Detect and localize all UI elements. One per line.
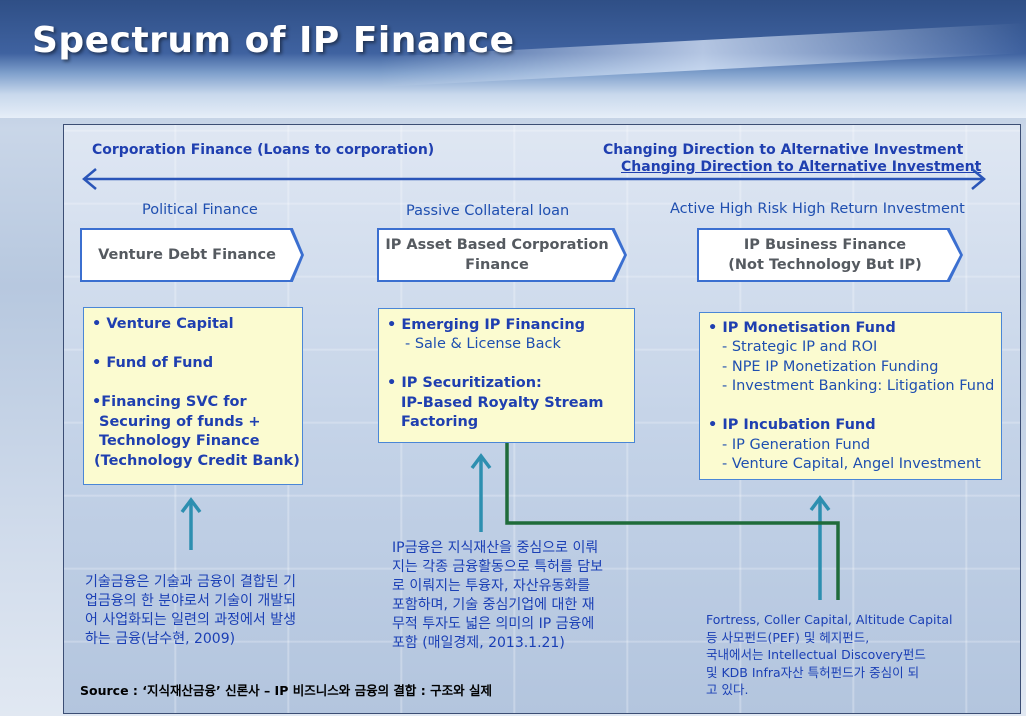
item-technology-credit-bank: (Technology Credit Bank) (94, 453, 300, 469)
note-line: 로 이뤄지는 투융자, 자산유동화를 (392, 578, 591, 594)
note-line: 국내에서는 Intellectual Discovery펀드 (706, 647, 926, 662)
note-line: 고 있다. (706, 682, 749, 697)
green-connector (505, 442, 840, 600)
top-right-label-2: Changing Direction to Alternative Invest… (621, 159, 982, 175)
item-strategic-ip: - Strategic IP and ROI (722, 339, 878, 355)
item-securing-funds: Securing of funds + (99, 414, 261, 430)
box-ip-asset-items: • Emerging IP Financing - Sale & License… (378, 308, 635, 443)
item-factoring: Factoring (401, 414, 479, 430)
note-line: 지는 각종 금융활동으로 특허를 담보 (392, 559, 603, 575)
note-line: 포함하며, 기술 중심기업에 대한 재 (392, 597, 595, 613)
chevron-ip-asset-label: IP Asset Based Corporation Finance (379, 230, 615, 280)
header-banner: Spectrum of IP Finance (0, 0, 1026, 118)
item-financing-svc: •Financing SVC for (92, 394, 247, 410)
note-line: 하는 금융(남수현, 2009) (85, 631, 236, 647)
note-technology-finance: 기술금융은 기술과 금융이 결합된 기 업금융의 한 분야로서 기술이 개발되 … (85, 573, 365, 649)
subtitle-active-high-risk: Active High Risk High Return Investment (670, 201, 965, 217)
subtitle-passive-collateral: Passive Collateral loan (406, 203, 570, 219)
double-arrow (82, 168, 986, 190)
note-ip-finance: IP금융은 지식재산을 중심으로 이뤄 지는 각종 금융활동으로 특허를 담보 … (392, 539, 672, 653)
item-npe-ip: - NPE IP Monetization Funding (722, 359, 939, 375)
chevron-line: Finance (465, 257, 529, 273)
box-ip-business-items: • IP Monetisation Fund - Strategic IP an… (699, 312, 1002, 480)
top-left-label: Corporation Finance (Loans to corporatio… (92, 142, 435, 158)
item-ip-generation-fund: - IP Generation Fund (722, 437, 871, 453)
note-line: 업금융의 한 분야로서 기술이 개발되 (85, 593, 296, 609)
item-venture-angel: - Venture Capital, Angel Investment (722, 456, 981, 472)
item-venture-capital: • Venture Capital (92, 316, 234, 332)
up-arrow-right (809, 495, 831, 600)
note-line: 무적 투자도 넓은 의미의 IP 금융에 (392, 616, 595, 632)
note-line: 등 사모펀드(PEF) 및 헤지펀드, (706, 629, 870, 645)
item-ip-monetisation-fund: • IP Monetisation Fund (708, 320, 896, 336)
note-line: Fortress, Coller Capital, Altitude Capit… (706, 612, 953, 627)
note-line: 포함 (매일경제, 2013.1.21) (392, 635, 565, 651)
chevron-line: (Not Technology But IP) (728, 257, 922, 273)
chevron-ip-asset (379, 230, 624, 280)
item-emerging-ip-financing: • Emerging IP Financing (387, 317, 586, 333)
item-technology-finance: Technology Finance (99, 433, 260, 449)
top-right-label-1: Changing Direction to Alternative Invest… (603, 142, 964, 158)
item-royalty-stream: IP-Based Royalty Stream (401, 395, 604, 411)
note-line: 및 KDB Infra자산 특허펀드가 중심이 되 (706, 664, 920, 680)
chevron-line: IP Asset Based Corporation (385, 237, 609, 253)
chevron-ip-business-label: IP Business Finance (Not Technology But … (699, 230, 951, 280)
up-arrow-left (180, 497, 202, 550)
item-ip-securitization: • IP Securitization: (387, 375, 542, 391)
note-line: IP금융은 지식재산을 중심으로 이뤄 (392, 540, 599, 556)
item-sale-license-back: - Sale & License Back (405, 336, 561, 352)
note-line: 어 사업화되는 일련의 과정에서 발생 (85, 612, 296, 628)
note-ip-business: Fortress, Coller Capital, Altitude Capit… (706, 611, 1006, 699)
box-venture-debt-items: • Venture Capital • Fund of Fund •Financ… (83, 307, 303, 485)
note-line: 기술금융은 기술과 금융이 결합된 기 (85, 574, 296, 590)
item-ip-incubation-fund: • IP Incubation Fund (708, 417, 876, 433)
item-fund-of-fund: • Fund of Fund (92, 355, 214, 371)
chevron-ip-business (699, 230, 960, 280)
page-title: Spectrum of IP Finance (32, 20, 515, 61)
subtitle-political-finance: Political Finance (142, 202, 258, 218)
source-citation: Source : ‘지식재산금융’ 신론사 – IP 비즈니스와 금융의 결합 … (80, 683, 492, 698)
chevron-line: Venture Debt Finance (98, 247, 276, 263)
chevron-line: IP Business Finance (743, 237, 907, 253)
item-litigation-fund: - Investment Banking: Litigation Fund (722, 378, 995, 394)
chevron-venture-debt (82, 230, 301, 280)
chevron-venture-debt-label: Venture Debt Finance (82, 230, 292, 280)
up-arrow-middle (470, 453, 492, 532)
